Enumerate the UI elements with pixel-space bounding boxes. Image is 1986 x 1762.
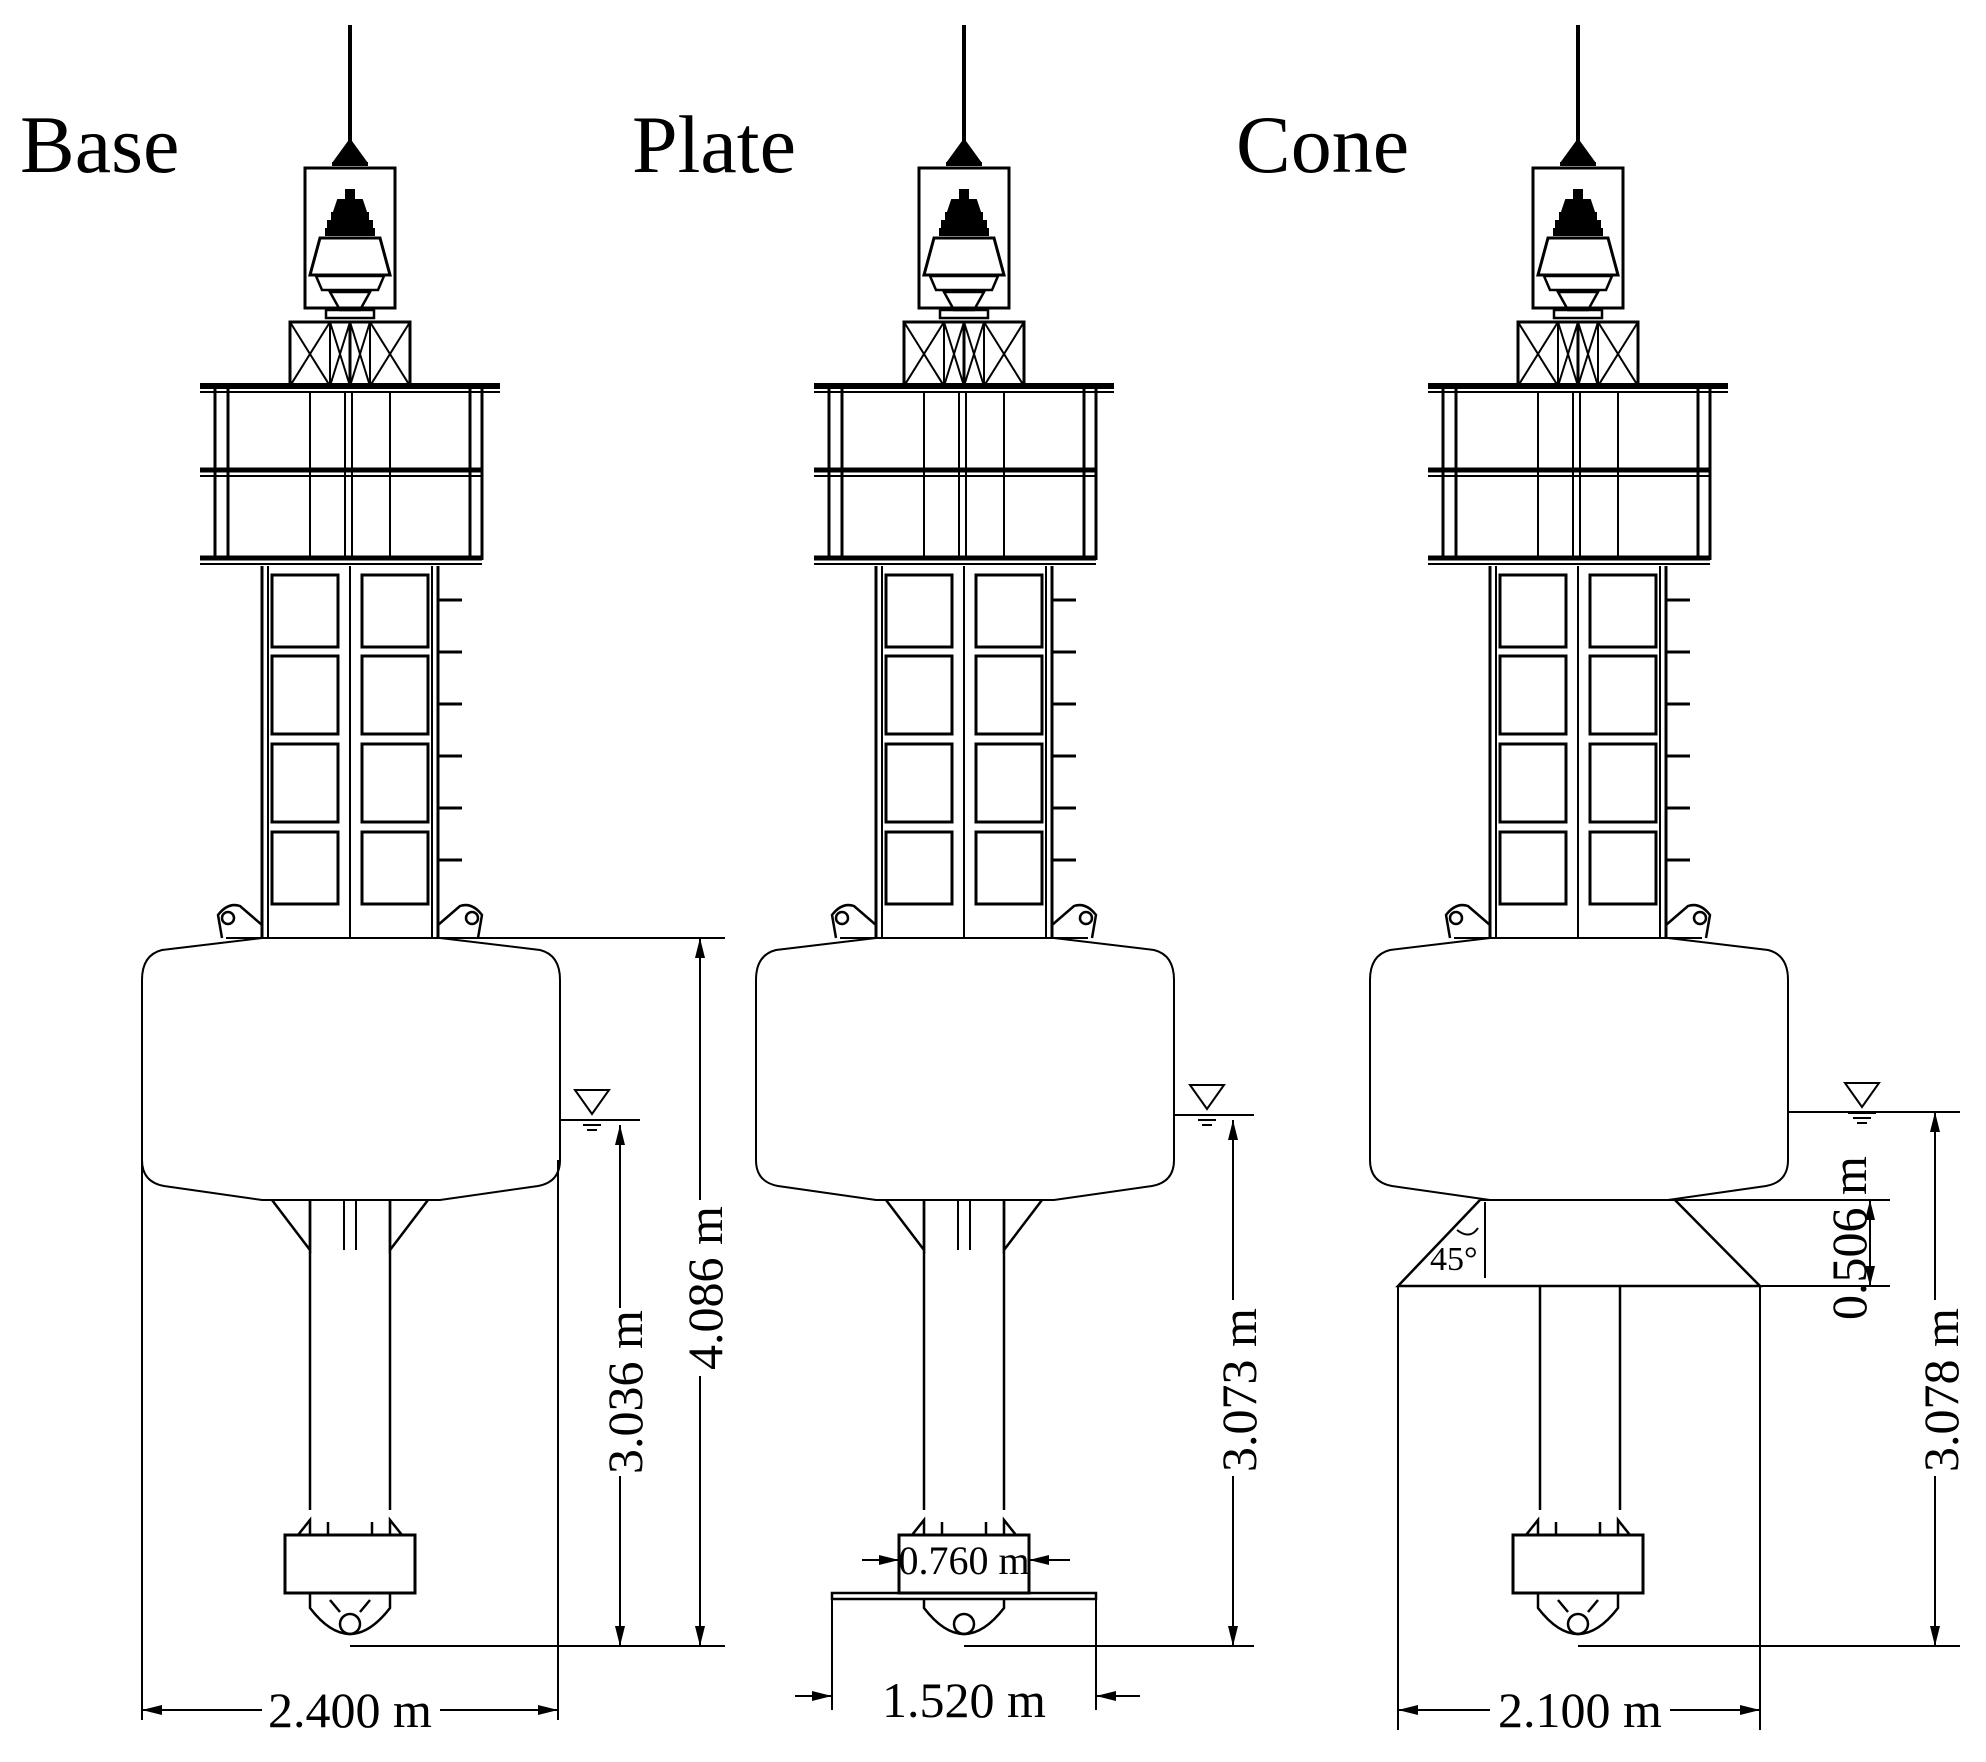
water-level-icon (574, 1089, 610, 1131)
dimension-lines-plate (795, 1114, 1254, 1701)
buoy-hull-plate (755, 937, 1175, 1201)
buoy-plate-ballast (830, 1516, 1098, 1710)
buoy-superstructure-plate (814, 25, 1114, 938)
dimension-lines-cone (1397, 1111, 1960, 1730)
draft-label-cone: 3.078 m (1913, 1308, 1969, 1472)
panel-title-cone: Cone (1236, 99, 1409, 190)
plate-diameter-label: 0.760 m (898, 1538, 1029, 1583)
panel-cone: Cone 45° 0.506 m 3.078 m (1236, 25, 1969, 1738)
panel-plate: Plate 3.073 m 0.760 m (632, 25, 1267, 1728)
water-level-icon (1844, 1082, 1880, 1124)
buoy-ballast-cone (1511, 1518, 1645, 1636)
buoy-superstructure-cone (1428, 25, 1728, 938)
buoy-cone-skirt (1395, 1199, 1763, 1510)
buoy-hull-cone (1369, 937, 1789, 1201)
water-level-icon (1189, 1084, 1225, 1126)
buoy-ballast-base (283, 1518, 417, 1636)
dimension-lines-base (141, 937, 725, 1720)
buoy-keel-plate (884, 1198, 1044, 1512)
buoy-keel-base (270, 1198, 430, 1512)
cone-height-label: 0.506 m (1821, 1156, 1877, 1320)
draft-label-plate: 3.073 m (1211, 1308, 1267, 1472)
draft-label-base: 3.036 m (597, 1310, 653, 1474)
buoy-hull-base (141, 937, 561, 1201)
cone-angle-label: 45° (1430, 1241, 1478, 1278)
panel-title-plate: Plate (632, 99, 796, 190)
width-label-plate: 1.520 m (882, 1672, 1046, 1728)
panel-base: Base 3.036 m 4.086 m 2.400 m (20, 25, 733, 1738)
width-label-base: 2.400 m (268, 1682, 432, 1738)
buoy-superstructure-base (200, 25, 500, 938)
panel-title-base: Base (20, 99, 179, 190)
width-label-cone: 2.100 m (1498, 1682, 1662, 1738)
height-label-base: 4.086 m (677, 1206, 733, 1370)
